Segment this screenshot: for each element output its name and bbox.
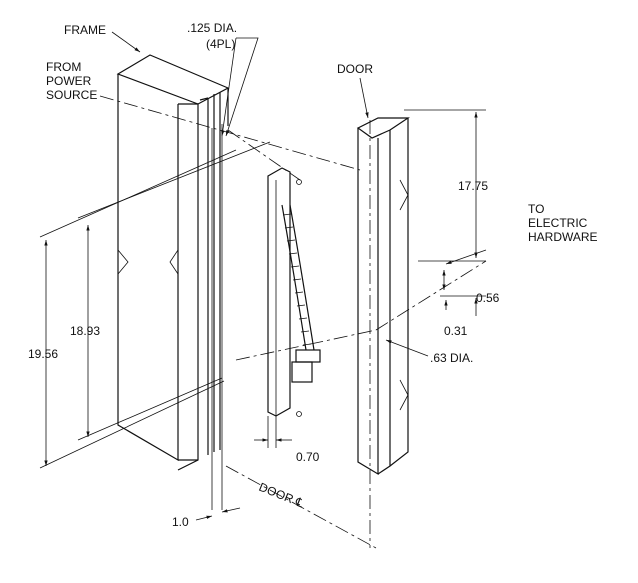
dim-1-0: 1.0 xyxy=(172,515,189,529)
armored-conduit xyxy=(281,204,321,383)
door-label: DOOR xyxy=(337,62,373,76)
from-power-label-2: POWER xyxy=(46,74,92,88)
hole-count-label: (4PL) xyxy=(206,37,235,51)
transfer-hinge-frame-plate xyxy=(267,167,302,417)
to-electric-label-1: TO xyxy=(528,202,544,216)
hole-dia-label: .125 DIA. xyxy=(187,21,237,35)
from-power-label-3: SOURCE xyxy=(46,88,97,102)
dim-0-56: 0.56 xyxy=(476,291,500,305)
dim-19-56: 19.56 xyxy=(28,347,58,361)
leader-lines xyxy=(111,31,487,357)
frame-label: FRAME xyxy=(64,23,106,37)
screw-hole-icon xyxy=(296,411,302,417)
door-edge xyxy=(356,117,410,548)
to-electric-label-3: HARDWARE xyxy=(528,230,598,244)
door-centerline-label: DOOR ℄ xyxy=(257,480,306,511)
screw-hole-icon xyxy=(296,179,302,185)
dim-0-70: 0.70 xyxy=(296,450,320,464)
from-power-label-1: FROM xyxy=(46,60,81,74)
to-electric-label-2: ELECTRIC xyxy=(528,216,588,230)
dim-0-31: 0.31 xyxy=(444,324,468,338)
dimension-arrows xyxy=(44,112,478,521)
dim-17-75: 17.75 xyxy=(458,179,488,193)
bore-dia-label: .63 DIA. xyxy=(430,351,473,365)
frame-jamb xyxy=(116,54,230,471)
extension-lines xyxy=(39,95,487,549)
dim-18-93: 18.93 xyxy=(70,324,100,338)
